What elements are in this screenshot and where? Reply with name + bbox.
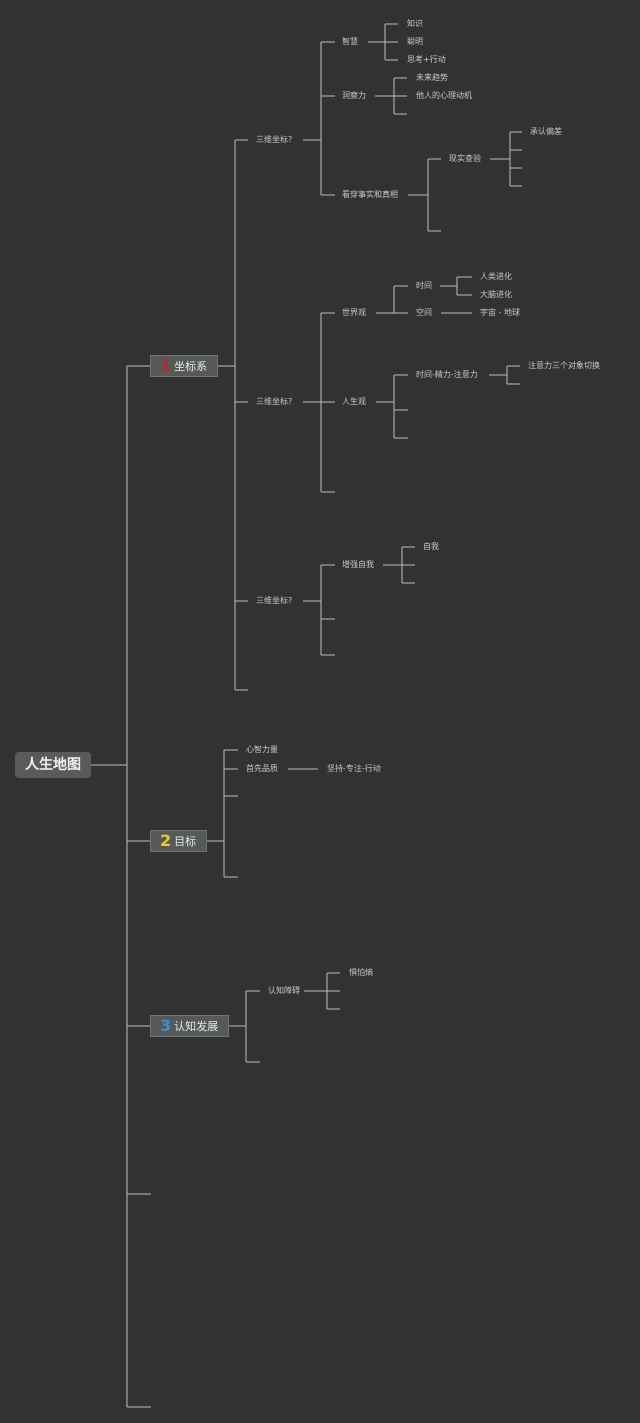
topic-node[interactable]: 注意力三个对象切换 — [528, 361, 600, 370]
topic-node[interactable]: 知识 — [407, 19, 423, 28]
topic-node[interactable]: 大脑进化 — [480, 290, 512, 299]
topic-node[interactable]: 看穿事实和真相 — [342, 190, 398, 199]
topic-node[interactable]: 聪明 — [407, 37, 423, 46]
topic-node[interactable]: 增强自我 — [342, 560, 374, 569]
topic-node[interactable]: 空间 — [416, 308, 432, 317]
category-label: 认知发展 — [174, 1020, 219, 1033]
topic-node[interactable]: 世界观 — [342, 308, 366, 317]
topic-node[interactable]: 时间 — [416, 281, 432, 290]
topic-node[interactable]: 认知障碍 — [268, 986, 300, 995]
topic-node[interactable]: 他人的心理动机 — [416, 91, 472, 100]
topic-node[interactable]: 洞察力 — [342, 91, 366, 100]
topic-node[interactable]: 时间-精力-注意力 — [416, 370, 478, 379]
topic-node[interactable]: 宇宙 - 地球 — [480, 308, 520, 317]
topic-node[interactable]: 三维坐标? — [256, 397, 293, 406]
topic-node[interactable]: 承认偏差 — [530, 127, 562, 136]
category-number: 1 — [160, 356, 172, 375]
topic-node[interactable]: 惧怕熵 — [349, 968, 373, 977]
topic-node[interactable]: 人类进化 — [480, 272, 512, 281]
topic-node[interactable]: 自我 — [423, 542, 439, 551]
category-number: 3 — [160, 1016, 172, 1035]
category-label: 目标 — [174, 835, 197, 848]
topic-node[interactable]: 智慧 — [342, 37, 358, 46]
topic-node[interactable]: 三维坐标? — [256, 596, 293, 605]
topic-node[interactable]: 未来趋势 — [416, 73, 448, 82]
topic-node[interactable]: 现实查验 — [449, 154, 481, 163]
topic-node[interactable]: 思考+行动 — [407, 55, 446, 64]
root-node[interactable]: 人生地图 — [15, 752, 91, 778]
topic-node[interactable]: 人生观 — [342, 397, 366, 406]
topic-node[interactable]: 心智力量 — [246, 745, 278, 754]
topic-node[interactable]: 坚持-专注-行动 — [327, 764, 381, 773]
category-label: 坐标系 — [174, 360, 208, 373]
topic-node[interactable]: 首先品质 — [246, 764, 278, 773]
category-number: 2 — [160, 831, 172, 850]
topic-node[interactable]: 三维坐标? — [256, 135, 293, 144]
